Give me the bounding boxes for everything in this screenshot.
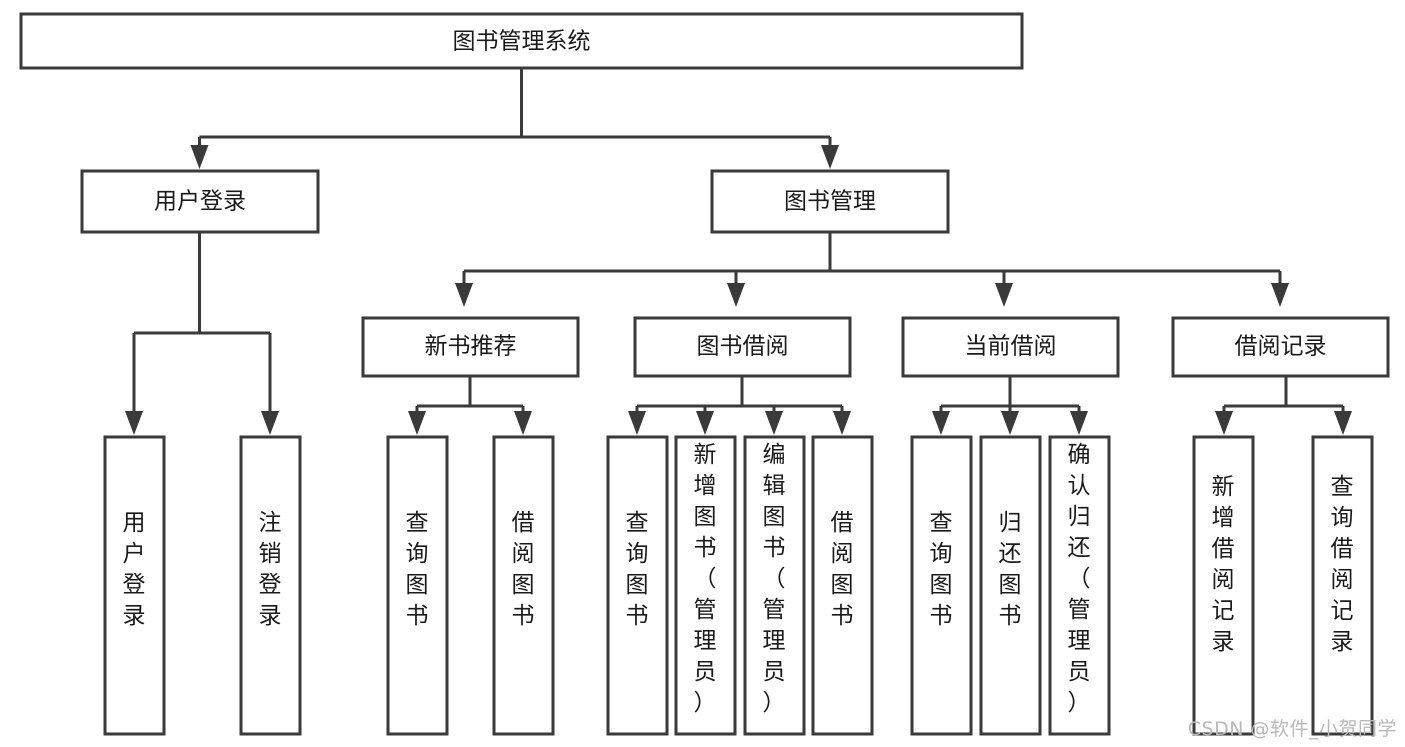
arrow-bb-to-leaf-4 <box>833 411 851 435</box>
node-current-borrow[interactable]: 当前借阅 <box>901 316 1120 378</box>
arrow-bb-to-leaf-2 <box>696 411 714 435</box>
node-leaf-query-record-box[interactable] <box>1311 435 1374 736</box>
node-new-book-recommend-box[interactable] <box>361 316 580 378</box>
arrow-root-to-user-login <box>190 145 209 169</box>
node-leaf-edit-book[interactable]: 编辑图书（管理员） <box>743 435 806 736</box>
node-leaf-user-login-label: 用户登录 <box>123 510 146 629</box>
node-book-borrow-box[interactable] <box>633 316 852 378</box>
arrow-nb-to-leaf-2 <box>514 411 532 435</box>
node-leaf-borrow-book-1-label: 借阅图书 <box>512 510 535 629</box>
node-leaf-edit-book-box[interactable] <box>743 435 806 736</box>
node-leaf-borrow-book-1-box[interactable] <box>492 435 555 736</box>
node-leaf-user-logout-box[interactable] <box>239 435 302 736</box>
node-leaf-user-logout[interactable]: 注销登录 <box>239 435 302 736</box>
node-leaf-add-book-box[interactable] <box>674 435 737 736</box>
arrow-br-to-leaf-2 <box>1334 411 1352 435</box>
arrow-bm-to-book-borrow <box>727 283 745 307</box>
node-book-manage-label: 图书管理 <box>784 189 876 215</box>
edge-group-borrow-record-to-leaves <box>1215 376 1352 435</box>
node-borrow-record[interactable]: 借阅记录 <box>1171 316 1390 378</box>
arrow-br-to-leaf-1 <box>1215 411 1233 435</box>
node-book-manage-box[interactable] <box>710 169 950 234</box>
node-leaf-query-book-3[interactable]: 查询图书 <box>910 435 973 736</box>
node-leaf-confirm-return-box[interactable] <box>1048 435 1111 736</box>
node-leaf-borrow-book-2[interactable]: 借阅图书 <box>811 435 874 736</box>
node-borrow-record-box[interactable] <box>1171 316 1390 378</box>
edge-group-root-to-level2 <box>190 68 839 169</box>
arrow-bm-to-borrow-record <box>1271 283 1289 307</box>
edge-group-new-book-to-leaves <box>408 376 532 435</box>
node-user-login[interactable]: 用户登录 <box>80 169 320 234</box>
node-leaf-query-book-3-label: 查询图书 <box>930 510 953 629</box>
node-leaf-query-book-2-box[interactable] <box>606 435 669 736</box>
node-leaf-query-book-2-label: 查询图书 <box>626 510 649 629</box>
node-book-borrow-label: 图书借阅 <box>697 334 789 360</box>
node-new-book-recommend[interactable]: 新书推荐 <box>361 316 580 378</box>
node-leaf-add-record-box[interactable] <box>1192 435 1255 736</box>
arrow-cb-to-leaf-3 <box>1070 411 1088 435</box>
arrow-ul-to-leaf-2 <box>261 411 279 435</box>
node-leaf-confirm-return-label: 确认归还（管理员） <box>1068 442 1091 716</box>
arrow-bm-to-new-book <box>455 283 473 307</box>
node-new-book-recommend-label: 新书推荐 <box>425 334 517 360</box>
arrow-root-to-book-manage <box>821 145 839 169</box>
node-borrow-record-label: 借阅记录 <box>1235 334 1327 360</box>
node-leaf-borrow-book-1[interactable]: 借阅图书 <box>492 435 555 736</box>
arrow-ul-to-leaf-1 <box>125 411 143 435</box>
node-leaf-add-book[interactable]: 新增图书（管理员） <box>674 435 737 736</box>
node-root[interactable]: 图书管理系统 <box>19 12 1024 70</box>
node-leaf-borrow-book-2-box[interactable] <box>811 435 874 736</box>
node-leaf-add-record[interactable]: 新增借阅记录 <box>1192 435 1255 736</box>
edge-group-current-borrow-to-leaves <box>932 376 1088 435</box>
node-leaf-borrow-book-2-label: 借阅图书 <box>831 510 854 629</box>
node-leaf-confirm-return[interactable]: 确认归还（管理员） <box>1048 435 1111 736</box>
arrow-nb-to-leaf-1 <box>408 411 426 435</box>
node-leaf-user-login[interactable]: 用户登录 <box>103 435 166 736</box>
node-leaf-query-book-1-label: 查询图书 <box>406 510 429 629</box>
node-leaf-query-record[interactable]: 查询借阅记录 <box>1311 435 1374 736</box>
arrow-cb-to-leaf-2 <box>1001 411 1019 435</box>
node-leaf-edit-book-label: 编辑图书（管理员） <box>763 442 786 716</box>
edge-group-book-borrow-to-leaves <box>628 376 851 435</box>
node-current-borrow-box[interactable] <box>901 316 1120 378</box>
arrow-bb-to-leaf-1 <box>628 411 646 435</box>
node-leaf-query-book-2[interactable]: 查询图书 <box>606 435 669 736</box>
arrow-cb-to-leaf-1 <box>932 411 950 435</box>
node-book-manage[interactable]: 图书管理 <box>710 169 950 234</box>
node-root-box[interactable] <box>19 12 1024 70</box>
node-leaf-query-record-label: 查询借阅记录 <box>1331 474 1354 655</box>
node-leaf-query-book-3-box[interactable] <box>910 435 973 736</box>
node-leaf-query-book-1[interactable]: 查询图书 <box>386 435 449 736</box>
edge-group-user-login-to-leaves <box>125 232 279 435</box>
node-leaf-return-book-box[interactable] <box>979 435 1042 736</box>
node-leaf-return-book-label: 归还图书 <box>999 510 1022 629</box>
node-user-login-label: 用户登录 <box>154 189 246 215</box>
arrow-bm-to-current-borrow <box>995 283 1013 307</box>
node-leaf-return-book[interactable]: 归还图书 <box>979 435 1042 736</box>
node-current-borrow-label: 当前借阅 <box>965 334 1057 360</box>
arrow-bb-to-leaf-3 <box>765 411 783 435</box>
node-leaf-user-logout-label: 注销登录 <box>259 510 282 629</box>
node-leaf-add-book-label: 新增图书（管理员） <box>694 442 717 716</box>
node-user-login-box[interactable] <box>80 169 320 234</box>
node-leaf-user-login-box[interactable] <box>103 435 166 736</box>
edge-group-book-manage-to-level3 <box>455 232 1289 307</box>
node-book-borrow[interactable]: 图书借阅 <box>633 316 852 378</box>
node-leaf-query-book-1-box[interactable] <box>386 435 449 736</box>
node-leaf-add-record-label: 新增借阅记录 <box>1212 474 1235 655</box>
node-root-label: 图书管理系统 <box>453 29 591 55</box>
